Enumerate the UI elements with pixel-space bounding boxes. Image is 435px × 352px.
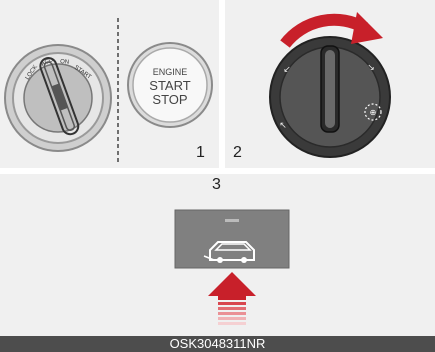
vehicle-button-illustration: [0, 174, 435, 336]
rotation-arrow-head: [351, 12, 383, 44]
panel-number-3: 3: [212, 176, 221, 194]
rotary-knob-illustration: ↙ ⌄ ↘ ↖ ⊕: [225, 0, 435, 168]
panel-rotary-knob: ↙ ⌄ ↘ ↖ ⊕ 2: [225, 0, 435, 168]
figure-caption: OSK3048311NR: [0, 336, 435, 352]
engine-button-line2: START: [149, 78, 190, 93]
panel-divider-vertical: [219, 0, 225, 174]
knob-grip-highlight: [325, 50, 335, 128]
mode-symbol-icon: ↖: [279, 120, 287, 130]
button-indicator-led: [225, 219, 239, 222]
panel-ignition: LOCK ACC ON START ENGINE START STOP 1: [0, 0, 219, 168]
position-label-on: ON: [60, 59, 69, 66]
engine-button-line3: STOP: [152, 92, 187, 107]
mode-symbol-icon: ↙: [283, 64, 291, 74]
panel-number-2: 2: [233, 144, 242, 162]
mode-symbol-icon: ↘: [367, 62, 375, 72]
panel-number-1: 1: [196, 144, 205, 162]
panel-divider-horizontal: [0, 168, 435, 174]
ignition-illustration: LOCK ACC ON START ENGINE START STOP: [0, 0, 219, 168]
engine-button-line1: ENGINE: [153, 67, 188, 77]
defrost-icon: ⊕: [370, 108, 377, 117]
panel-vehicle-button: 3: [0, 174, 435, 336]
press-arrow-icon: [208, 272, 256, 325]
